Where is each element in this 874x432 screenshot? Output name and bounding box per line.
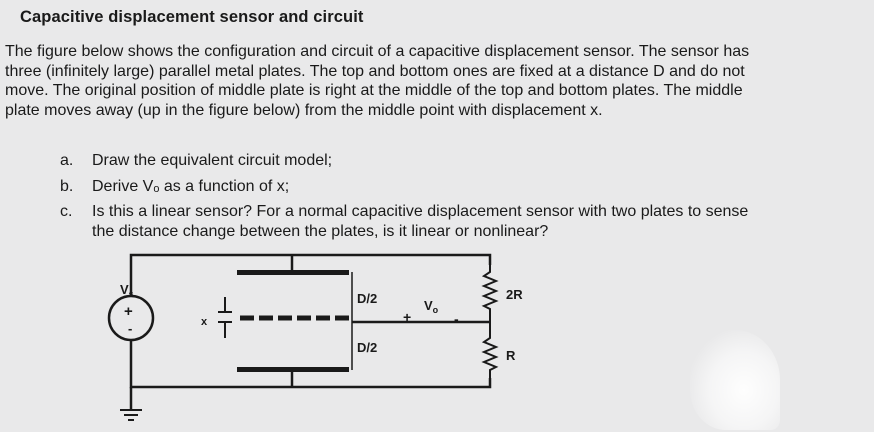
output-label: Vo	[424, 298, 439, 315]
paragraph-line: plate moves away (up in the figure below…	[5, 101, 603, 119]
screen-glare	[690, 330, 780, 430]
source-plus: +	[124, 303, 133, 320]
question-text: the distance change between the plates, …	[92, 222, 549, 240]
ground-icon	[120, 409, 142, 421]
bottom-plate	[237, 367, 349, 372]
paragraph-line: The figure below shows the configuration…	[5, 43, 750, 60]
question-text: Is this a linear sensor? For a normal ca…	[92, 203, 749, 220]
displacement-marker	[218, 297, 232, 338]
question-list: a. Draw the equivalent circuit model; b.…	[60, 151, 748, 247]
gap-top-label: D/2	[357, 291, 377, 306]
question-marker: b.	[60, 177, 74, 195]
displacement-label: x	[201, 316, 208, 328]
resistor-2r-label: 2R	[506, 287, 523, 302]
resistor-2r	[481, 265, 499, 322]
output-plus: +	[403, 309, 411, 325]
page-title: Capacitive displacement sensor and circu…	[20, 8, 364, 26]
question-text: Derive Vₒ as a function of x;	[92, 177, 290, 195]
question-item: c. Is this a linear sensor? For a normal…	[60, 202, 748, 241]
top-wire	[129, 253, 492, 295]
question-marker: a.	[60, 152, 74, 169]
paragraph-line: three (infinitely large) parallel metal …	[5, 62, 745, 80]
question-text: Draw the equivalent circuit model;	[92, 152, 333, 169]
top-plate	[237, 270, 349, 275]
source-minus: -	[128, 321, 132, 336]
output-minus: -	[454, 311, 459, 327]
question-item: b. Derive Vₒ as a function of x;	[60, 177, 748, 197]
voltage-source	[107, 294, 155, 342]
problem-description: The figure below shows the configuration…	[5, 42, 865, 120]
question-marker: c.	[60, 203, 73, 220]
resistor-r	[481, 322, 499, 378]
gap-bottom-label: D/2	[357, 340, 377, 355]
bottom-wire	[129, 340, 492, 389]
paragraph-line: move. The original position of middle pl…	[5, 82, 743, 99]
source-label: Vs	[120, 282, 134, 299]
resistor-r-label: R	[506, 348, 516, 363]
question-item: a. Draw the equivalent circuit model;	[60, 151, 748, 171]
